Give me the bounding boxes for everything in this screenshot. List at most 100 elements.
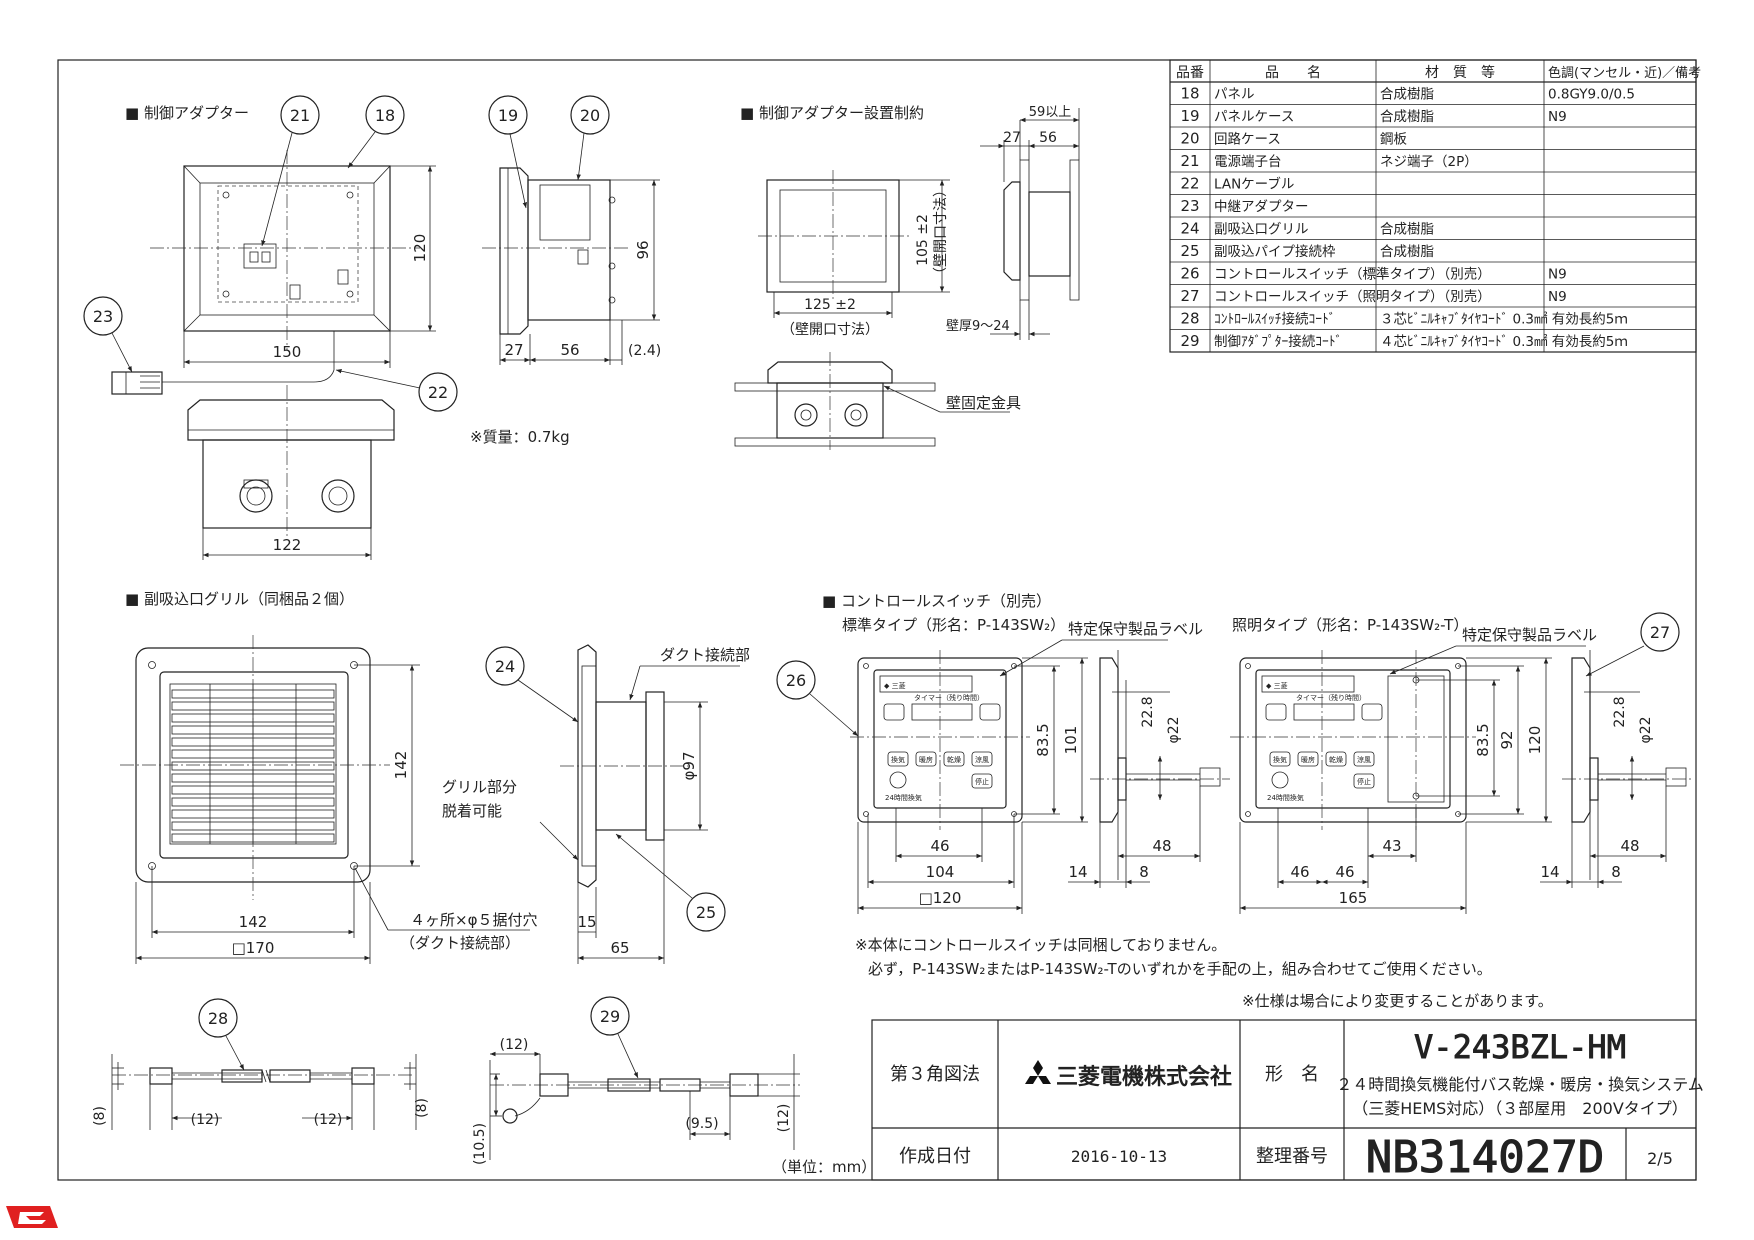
- table-cell-no: 20: [1180, 130, 1199, 148]
- svg-text:24: 24: [495, 657, 515, 676]
- svg-text:28: 28: [208, 1009, 228, 1028]
- th-material: 材 質 等: [1425, 64, 1495, 81]
- dim-59: 59以上: [1029, 105, 1072, 120]
- svg-text:◆ 三菱: ◆ 三菱: [1266, 681, 1288, 690]
- wall-fix-label: 壁固定金具: [946, 394, 1021, 412]
- model-desc2: （三菱HEMS対応）（３部屋用 200Vタイプ）: [1352, 1099, 1688, 1118]
- table-cell: 副吸込パイプ接続枠: [1214, 243, 1336, 260]
- c10-5: (10.5): [472, 1123, 488, 1165]
- dim-122: 122: [273, 536, 302, 554]
- dim-46b: 46: [1335, 863, 1354, 881]
- dim-14: 14: [1068, 863, 1087, 881]
- svg-text:29: 29: [600, 1007, 620, 1026]
- svg-text:21: 21: [290, 106, 310, 125]
- switch-button: [943, 751, 965, 767]
- dim-83-5b: 83.5: [1474, 723, 1492, 756]
- table-cell: ｺﾝﾄﾛｰﾙｽｲｯﾁ接続ｺｰﾄﾞ: [1214, 311, 1336, 328]
- switch-button-label: 涼風: [975, 755, 989, 764]
- mitsubishi-logo: [1025, 1060, 1051, 1084]
- light-24h: 24時間換気: [1267, 793, 1304, 802]
- svg-text:20: 20: [580, 106, 600, 125]
- table-cell: コントロールスイッチ（標準タイプ）（別売）: [1214, 267, 1491, 283]
- stamp-logo-icon: [6, 1206, 58, 1228]
- dim-120: 120: [411, 234, 429, 263]
- stop-button-label: 停止: [1357, 777, 1371, 786]
- balloon-19: 19: [488, 95, 528, 209]
- table-cell: N9: [1548, 109, 1567, 125]
- balloon-24: 24: [485, 646, 579, 723]
- dim-97: φ97: [680, 752, 698, 781]
- th-color: 色調(マンセル・近)／備考: [1548, 65, 1701, 81]
- table-cell-no: 21: [1180, 152, 1199, 170]
- c12c: (12): [500, 1037, 529, 1053]
- mass-note: ※質量：0.7kg: [470, 428, 570, 446]
- note-spec: ※仕様は場合により変更することがあります。: [1242, 992, 1553, 1010]
- switch-button-label: 乾燥: [947, 755, 961, 764]
- note-switch1: ※本体にコントロールスイッチは同梱しておりません。: [855, 936, 1226, 954]
- duct-label: ダクト接続部: [660, 646, 750, 664]
- dim-43: 43: [1382, 837, 1401, 855]
- drawing-number: NB314027D: [1366, 1132, 1604, 1183]
- table-cell: 制御ｱﾀﾞﾌﾟﾀｰ接続ｺｰﾄﾞ: [1214, 333, 1342, 350]
- switch-button: [1353, 751, 1375, 767]
- switch-light-title: 照明タイプ（形名：P-143SW₂-T）: [1232, 616, 1468, 634]
- table-cell: 中継アダプター: [1214, 199, 1309, 215]
- dim-96: 96: [634, 240, 652, 259]
- switch-button: [971, 751, 993, 767]
- table-cell-no: 27: [1180, 287, 1199, 305]
- dim-125-note: （壁開口寸法）: [781, 322, 879, 338]
- balloon-27: 27: [1585, 612, 1680, 677]
- label-std: 特定保守製品ラベル: [1068, 620, 1203, 638]
- table-cell: LANケーブル: [1214, 176, 1294, 193]
- model-number: V-243BZL-HM: [1414, 1028, 1626, 1066]
- table-cell-no: 26: [1180, 265, 1199, 283]
- switch-button-label: 暖房: [919, 755, 933, 764]
- cord-28: (12) (12) (8) (8) 28: [92, 998, 430, 1130]
- dim-170: □170: [232, 939, 275, 957]
- c9-5: (9.5): [685, 1116, 718, 1132]
- dim-101: 101: [1062, 726, 1080, 755]
- balloon-20: 20: [570, 95, 610, 181]
- switch-button: [887, 751, 909, 767]
- dim-48b: 48: [1620, 837, 1639, 855]
- table-cell-no: 28: [1180, 310, 1199, 328]
- light-timer: タイマー（残り時間）: [1296, 693, 1366, 702]
- dim-56b: 56: [1039, 130, 1057, 146]
- table-cell-no: 25: [1180, 242, 1199, 260]
- dim-46: 46: [930, 837, 949, 855]
- table-cell: 合成樹脂: [1380, 244, 1434, 260]
- adapter-title: ■ 制御アダプター: [125, 104, 249, 122]
- c12d: (12): [776, 1104, 792, 1133]
- grille-section: ■ 副吸込口グリル（同梱品２個） 142 142 □170 ４ヶ所×φ５据付穴 …: [120, 590, 750, 964]
- dim-27b: 27: [1003, 130, 1021, 146]
- adapter-section: ■ 制御アダプター 150 120: [83, 95, 661, 560]
- table-cell: 合成樹脂: [1380, 87, 1434, 103]
- svg-text:22: 22: [428, 383, 448, 402]
- dim-150: 150: [273, 343, 302, 361]
- dim-22-8b: 22.8: [1612, 696, 1628, 727]
- table-cell: N9: [1548, 289, 1567, 305]
- dim-14b: 14: [1540, 863, 1559, 881]
- dim-83-5: 83.5: [1034, 723, 1052, 756]
- adapter-install-section: ■ 制御アダプター設置制約 105 ±2 （壁開口寸法） 125 ±2 （壁開口…: [734, 104, 1080, 450]
- dim-22-light: φ22: [1638, 716, 1654, 743]
- c8a: (8): [92, 1106, 108, 1126]
- std-24h: 24時間換気: [885, 793, 922, 802]
- svg-text:26: 26: [786, 671, 806, 690]
- svg-text:25: 25: [696, 903, 716, 922]
- c12a: (12): [191, 1112, 220, 1128]
- switch-button-label: 涼風: [1357, 755, 1371, 764]
- holes-note1: ４ヶ所×φ５据付穴: [410, 911, 537, 929]
- balloon-21: 21: [261, 95, 320, 247]
- switch-button-label: 乾燥: [1329, 755, 1343, 764]
- unit-note: （単位：mm）: [772, 1158, 876, 1176]
- company-name: 三菱電機株式会社: [1056, 1064, 1232, 1090]
- grille-title: ■ 副吸込口グリル（同梱品２個）: [125, 590, 354, 608]
- grille-part1: グリル部分: [442, 778, 517, 796]
- switch-std-title: 標準タイプ（形名：P-143SW₂）: [842, 616, 1065, 634]
- label-light: 特定保守製品ラベル: [1462, 626, 1597, 644]
- dim-8b: 8: [1611, 863, 1621, 881]
- switch-section: ■ コントロールスイッチ（別売） 標準タイプ（形名：P-143SW₂） 照明タイ…: [776, 592, 1694, 1010]
